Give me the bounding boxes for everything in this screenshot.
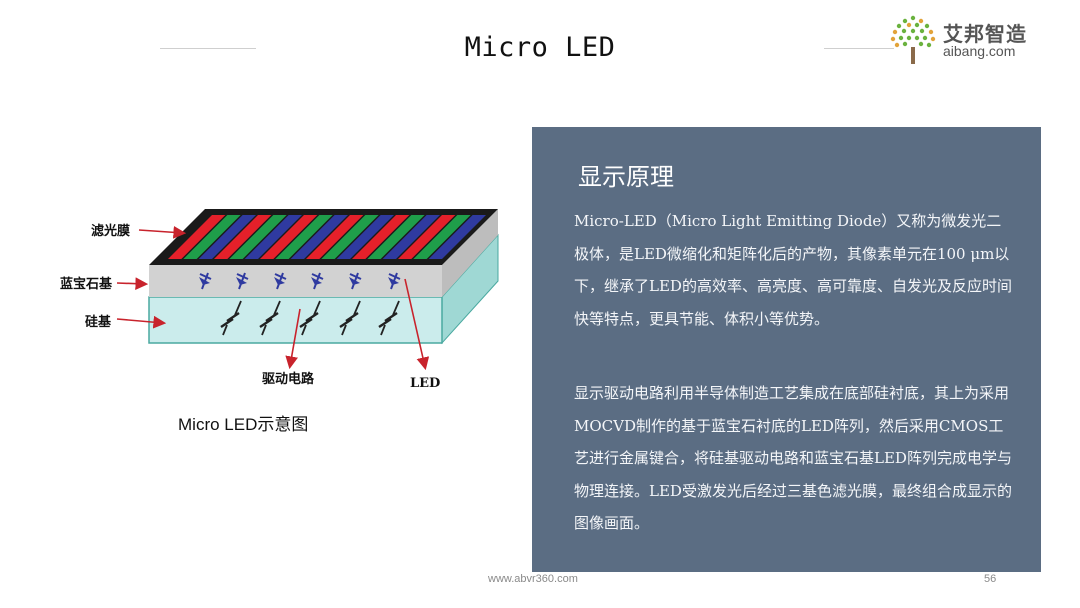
filter-stripe	[382, 215, 440, 259]
led-diode-icon	[236, 272, 249, 290]
logo-dot	[890, 36, 896, 42]
filter-stripe	[198, 215, 256, 259]
logo-dot	[918, 18, 924, 24]
filter-stripe	[260, 215, 318, 259]
logo-dot	[902, 18, 908, 24]
logo-dot	[914, 22, 920, 28]
page-title: Micro LED	[464, 32, 616, 63]
panel-paragraph-2: 显示驱动电路利用半导体制造工艺集成在底部硅衬底，其上为采用MOCVD制作的基于蓝…	[574, 384, 1012, 532]
title-rule-left	[160, 48, 256, 49]
page-number: 56	[984, 573, 997, 585]
silicon-arrow	[116, 315, 167, 329]
driver-capacitor-icon	[339, 300, 361, 336]
sapphire-side-face	[442, 209, 498, 297]
sapphire-arrow	[116, 277, 149, 291]
led-diode-icon	[274, 272, 287, 290]
logo-text-cn: 艾邦智造	[943, 22, 1027, 46]
logo-dot	[896, 23, 902, 29]
footer-url: www.abvr360.com	[488, 573, 578, 585]
logo-dot	[898, 35, 904, 41]
logo-dot	[906, 35, 912, 41]
logo-dot	[928, 29, 934, 35]
logo-dot	[902, 41, 908, 47]
led-diode-icon	[199, 272, 212, 290]
logo-text-en: aibang.com	[943, 43, 1016, 59]
company-logo: 艾邦智造 aibang.com	[887, 14, 1057, 66]
label-led: LED	[410, 376, 440, 391]
logo-dot	[894, 42, 900, 48]
title-rule-right	[824, 48, 894, 49]
led-arrow	[404, 278, 430, 371]
driver-capacitor-icon	[259, 300, 281, 336]
rgb-filter-stripes	[168, 215, 486, 259]
led-diode-symbols	[199, 272, 401, 290]
label-sapphire: 蓝宝石基	[60, 276, 113, 292]
sapphire-substrate-layer	[149, 265, 442, 297]
label-driver-circuit: 驱动电路	[262, 371, 315, 387]
diagram-caption: Micro LED示意图	[178, 415, 309, 434]
logo-dot	[910, 15, 916, 21]
led-diode-icon	[311, 272, 324, 290]
led-diode-icon	[349, 272, 362, 290]
tree-dots-logo-icon	[890, 15, 936, 64]
driver-arrow	[285, 308, 301, 370]
filter-stripe	[398, 215, 456, 259]
micro-led-diagram: 滤光膜 蓝宝石基 硅基 驱动电路 LED	[60, 209, 499, 391]
filter-arrow	[138, 225, 187, 239]
logo-dot	[906, 22, 912, 28]
filter-stripe	[229, 215, 287, 259]
filter-stripe	[214, 215, 272, 259]
filter-stripe	[352, 215, 410, 259]
logo-dot	[892, 29, 898, 35]
logo-dot	[914, 35, 920, 41]
panel-paragraph-1: Micro-LED（Micro Light Emitting Diode）又称为…	[574, 212, 1012, 328]
logo-dot	[922, 35, 928, 41]
logo-dot	[919, 28, 925, 34]
principle-panel: 显示原理 Micro-LED（Micro Light Emitting Diod…	[532, 127, 1041, 572]
driver-capacitor-icon	[299, 300, 321, 336]
driver-capacitor-symbols	[220, 300, 400, 336]
filter-stripe	[275, 215, 333, 259]
logo-dot	[926, 42, 932, 48]
label-silicon: 硅基	[85, 314, 112, 330]
filter-stripe	[306, 215, 364, 259]
logo-dot	[924, 23, 930, 29]
filter-stripe	[168, 215, 226, 259]
filter-stripe	[336, 215, 394, 259]
logo-dot	[918, 41, 924, 47]
driver-capacitor-icon	[220, 300, 242, 336]
logo-dot	[901, 28, 907, 34]
filter-stripe	[183, 215, 241, 259]
filter-stripe	[367, 215, 425, 259]
panel-title: 显示原理	[578, 163, 674, 191]
filter-stripe	[413, 215, 471, 259]
filter-stripe	[321, 215, 379, 259]
logo-dot	[930, 36, 936, 42]
filter-stripe	[244, 215, 302, 259]
filter-stripe	[428, 215, 486, 259]
filter-stripe	[290, 215, 348, 259]
led-diode-icon	[388, 272, 401, 290]
driver-capacitor-icon	[378, 300, 400, 336]
label-filter-film: 滤光膜	[91, 223, 130, 239]
logo-dot	[910, 28, 916, 34]
